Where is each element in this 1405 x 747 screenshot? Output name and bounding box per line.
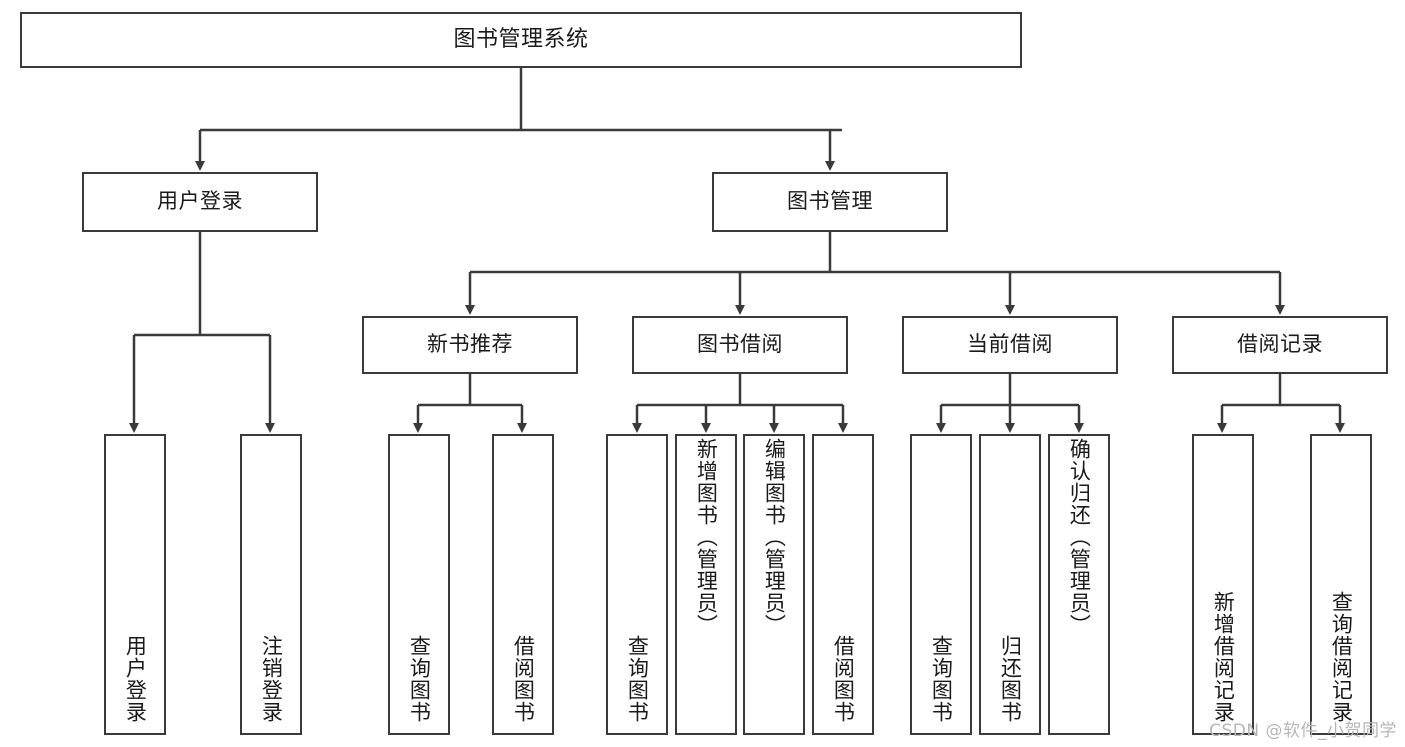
node-label: 查询图书 xyxy=(929,635,954,723)
leaf-book-borrow-edit[interactable]: 编辑图书（管理员） xyxy=(743,434,805,735)
node-label: 借阅图书 xyxy=(511,635,536,723)
node-label: 新增图书（管理员） xyxy=(694,438,719,636)
leaf-user-login-logout[interactable]: 注销登录 xyxy=(240,434,302,735)
leaf-new-book-query[interactable]: 查询图书 xyxy=(388,434,450,735)
leaf-book-borrow-add[interactable]: 新增图书（管理员） xyxy=(675,434,737,735)
leaf-borrow-record-query[interactable]: 查询借阅记录 xyxy=(1310,434,1372,735)
leaf-book-borrow-query[interactable]: 查询图书 xyxy=(606,434,668,735)
node-label: 注销登录 xyxy=(259,635,284,723)
node-label: 确认归还（管理员） xyxy=(1067,438,1092,636)
node-label: 图书管理系统 xyxy=(453,26,589,52)
node-label: 查询图书 xyxy=(625,635,650,723)
node-book-management[interactable]: 图书管理 xyxy=(712,172,948,232)
node-label: 用户登录 xyxy=(157,189,243,214)
leaf-current-borrow-return[interactable]: 归还图书 xyxy=(979,434,1041,735)
node-label: 编辑图书（管理员） xyxy=(762,438,787,636)
node-user-login[interactable]: 用户登录 xyxy=(82,172,318,232)
leaf-current-borrow-query[interactable]: 查询图书 xyxy=(910,434,972,735)
node-label: 图书管理 xyxy=(787,189,873,214)
node-book-borrow[interactable]: 图书借阅 xyxy=(632,316,848,374)
node-root-system[interactable]: 图书管理系统 xyxy=(20,12,1022,68)
node-borrow-record[interactable]: 借阅记录 xyxy=(1172,316,1388,374)
leaf-new-book-borrow[interactable]: 借阅图书 xyxy=(492,434,554,735)
node-current-borrow[interactable]: 当前借阅 xyxy=(902,316,1118,374)
node-label: 借阅图书 xyxy=(831,635,856,723)
leaf-current-borrow-confirm-return[interactable]: 确认归还（管理员） xyxy=(1048,434,1110,735)
node-new-book-recommend[interactable]: 新书推荐 xyxy=(362,316,578,374)
leaf-borrow-record-add[interactable]: 新增借阅记录 xyxy=(1192,434,1254,735)
node-label: 新增借阅记录 xyxy=(1211,591,1236,723)
node-label: 用户登录 xyxy=(123,635,148,723)
node-label: 查询借阅记录 xyxy=(1329,591,1354,723)
node-label: 图书借阅 xyxy=(697,332,783,357)
node-label: 借阅记录 xyxy=(1237,332,1323,357)
node-label: 查询图书 xyxy=(407,635,432,723)
leaf-user-login-login[interactable]: 用户登录 xyxy=(104,434,166,735)
leaf-book-borrow-borrow[interactable]: 借阅图书 xyxy=(812,434,874,735)
node-label: 当前借阅 xyxy=(967,332,1053,357)
node-label: 归还图书 xyxy=(998,635,1023,723)
watermark-text: CSDN @软件_小贺同学 xyxy=(1209,721,1397,741)
node-label: 新书推荐 xyxy=(427,332,513,357)
